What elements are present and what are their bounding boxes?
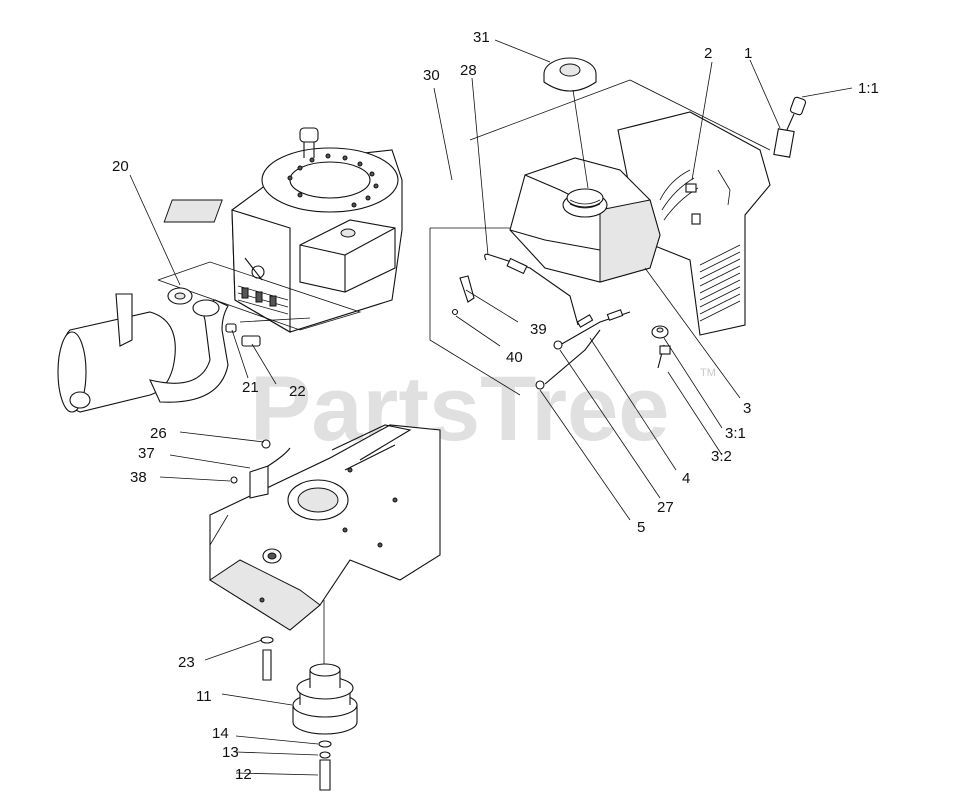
label-part-1: 1	[744, 45, 752, 62]
label-part-38: 38	[130, 469, 147, 486]
label-part-13: 13	[222, 744, 239, 761]
throttle-cables	[451, 253, 631, 390]
watermark-text: PartsTree	[250, 358, 669, 460]
label-part-3-2: 3:2	[711, 448, 732, 465]
engine-assembly	[163, 127, 403, 333]
fuel-cap	[543, 57, 597, 92]
fuel-tank-console	[509, 111, 771, 336]
label-part-26: 26	[150, 425, 167, 442]
label-part-2: 2	[704, 45, 712, 62]
part-labels: 1 1:1 2 3 3:1 3:2 4 5 27 28 30 31 39 40 …	[112, 29, 879, 783]
label-part-23: 23	[178, 654, 195, 671]
label-part-37: 37	[138, 445, 155, 462]
label-part-21: 21	[242, 379, 259, 396]
frame-assembly	[209, 424, 441, 631]
label-part-3: 3	[743, 400, 751, 417]
label-part-4: 4	[682, 470, 690, 487]
label-part-27: 27	[657, 499, 674, 516]
label-part-22: 22	[289, 383, 306, 400]
watermark-trademark: TM	[700, 367, 716, 379]
label-part-31: 31	[473, 29, 490, 46]
label-part-28: 28	[460, 62, 477, 79]
ignition-key	[773, 96, 807, 158]
engine-pulley	[292, 663, 358, 735]
label-part-20: 20	[112, 158, 129, 175]
label-part-11: 11	[196, 688, 212, 705]
leader-lines	[129, 39, 853, 776]
label-part-3-1: 3:1	[725, 425, 746, 442]
label-part-40: 40	[506, 349, 523, 366]
label-part-5: 5	[637, 519, 645, 536]
label-part-14: 14	[212, 725, 229, 742]
muffler-assembly	[57, 287, 229, 413]
label-part-39: 39	[530, 321, 547, 338]
label-part-30: 30	[423, 67, 440, 84]
label-part-1-1: 1:1	[858, 80, 879, 97]
label-part-12: 12	[235, 766, 252, 783]
watermark: PartsTree TM	[250, 358, 716, 460]
